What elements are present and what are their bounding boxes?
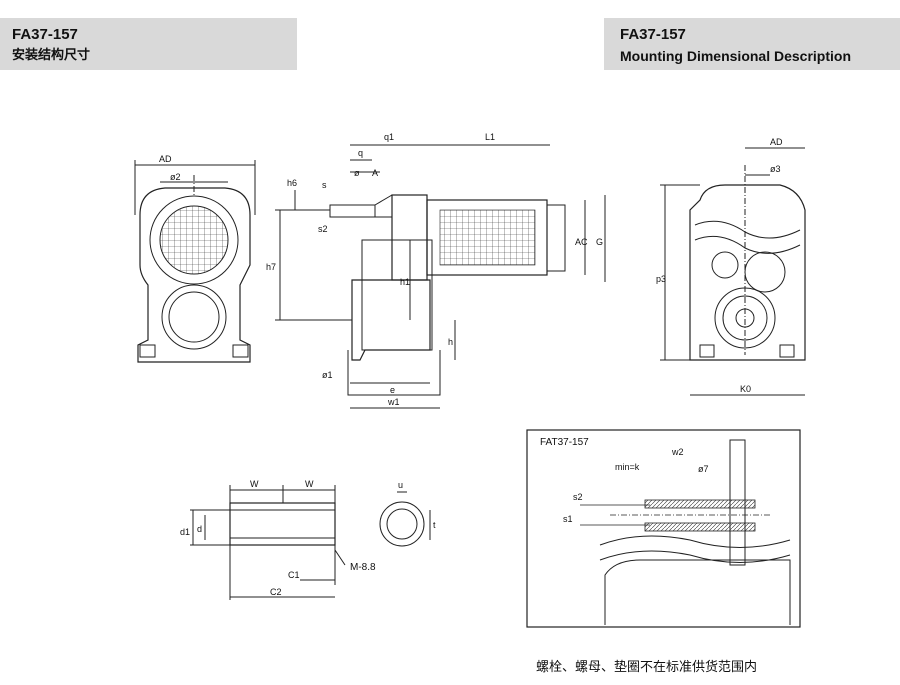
label-AD-front: AD xyxy=(159,154,172,164)
label-G: G xyxy=(596,237,603,247)
label-a3: ø3 xyxy=(770,164,781,174)
inset-label-w2: w2 xyxy=(671,447,684,457)
label-h: h xyxy=(448,337,453,347)
label-W-1: W xyxy=(250,479,259,489)
model-title-right: FA37-157 xyxy=(620,26,686,43)
subtitle-left: 安装结构尺寸 xyxy=(12,48,91,63)
inset-label-s2: s2 xyxy=(573,492,583,502)
label-d1: d1 xyxy=(180,527,190,537)
footnote: 螺栓、螺母、垫圈不在标准供货范围内 xyxy=(536,660,758,675)
subtitle-right: Mounting Dimensional Description xyxy=(620,48,852,64)
label-d: d xyxy=(197,524,202,534)
label-e: e xyxy=(390,385,395,395)
inset-title: FAT37-157 xyxy=(540,437,589,448)
label-a2: ø2 xyxy=(170,172,181,182)
front-view xyxy=(134,160,256,363)
label-h6: h6 xyxy=(287,178,297,188)
label-AD-rear: AD xyxy=(770,137,783,147)
inset-label-a7: ø7 xyxy=(698,464,709,474)
label-q: q xyxy=(358,148,363,158)
hollow-shaft-view xyxy=(190,485,431,600)
label-a: ø xyxy=(354,168,360,178)
label-p3: p3 xyxy=(656,274,666,284)
label-h7: h7 xyxy=(266,262,276,272)
label-a1: ø1 xyxy=(322,370,333,380)
header-right-banner: FA37-157 Mounting Dimensional Descriptio… xyxy=(604,18,900,70)
inset-label-s1: s1 xyxy=(563,514,573,524)
rear-view xyxy=(660,147,806,396)
inset-label-mink: min=k xyxy=(615,462,640,472)
label-u: u xyxy=(398,480,403,490)
label-L1: L1 xyxy=(485,132,495,142)
side-view xyxy=(275,144,606,409)
label-C2: C2 xyxy=(270,587,282,597)
label-q1: q1 xyxy=(384,132,394,142)
inset-torque-arm xyxy=(526,429,801,628)
label-s2: s2 xyxy=(318,224,328,234)
label-w1: w1 xyxy=(387,397,400,407)
label-A: A xyxy=(372,168,378,178)
label-W-2: W xyxy=(305,479,314,489)
label-s: s xyxy=(322,180,327,190)
label-M: M-8.8 xyxy=(350,562,376,573)
model-title-left: FA37-157 xyxy=(12,26,78,43)
label-t: t xyxy=(433,520,436,530)
label-K0: K0 xyxy=(740,384,751,394)
label-h1: h1 xyxy=(400,277,410,287)
label-C1: C1 xyxy=(288,570,300,580)
header-left-banner: FA37-157 安装结构尺寸 xyxy=(0,18,297,70)
label-AC: AC xyxy=(575,237,588,247)
